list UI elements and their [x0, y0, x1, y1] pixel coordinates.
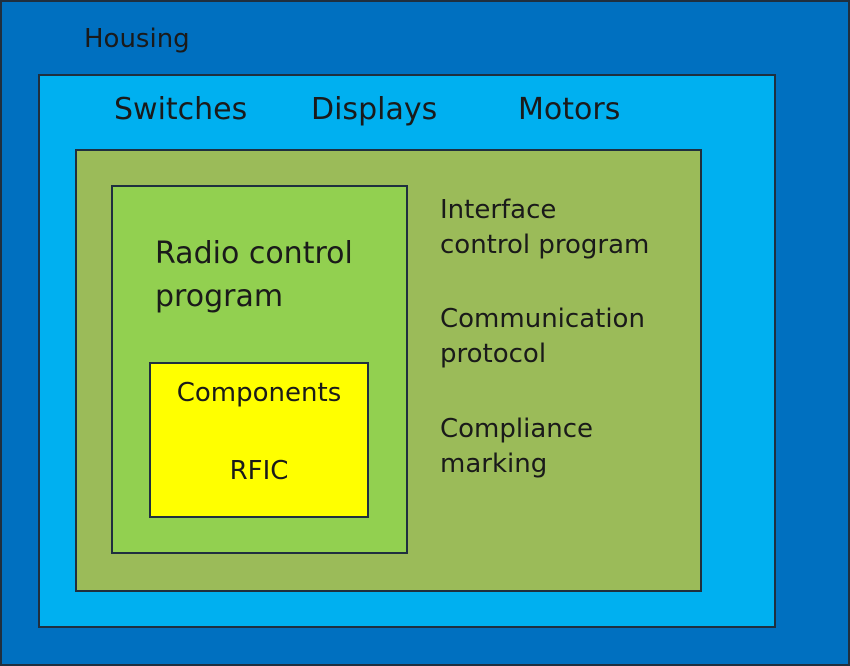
- housing-label: Housing: [84, 24, 190, 54]
- communication-protocol-line1: Communication: [440, 304, 645, 334]
- radio-control-label: Radio control program: [155, 232, 353, 318]
- motors-label: Motors: [518, 92, 621, 127]
- compliance-marking-label: Compliance marking: [440, 412, 593, 482]
- components-box: [149, 362, 369, 518]
- interface-control-program-line1: Interface: [440, 195, 557, 225]
- radio-control-label-line2: program: [155, 279, 284, 314]
- switches-label: Switches: [114, 92, 248, 127]
- displays-label: Displays: [311, 92, 438, 127]
- communication-protocol-line2: protocol: [440, 339, 547, 369]
- communication-protocol-label: Communication protocol: [440, 302, 645, 372]
- rfic-label: RFIC: [229, 456, 289, 486]
- radio-control-label-line1: Radio control: [155, 236, 353, 271]
- compliance-marking-line2: marking: [440, 449, 548, 479]
- interface-control-program-line2: control program: [440, 230, 650, 260]
- components-label: Components: [176, 378, 342, 408]
- compliance-marking-line1: Compliance: [440, 414, 594, 444]
- interface-control-program-label: Interface control program: [440, 193, 649, 263]
